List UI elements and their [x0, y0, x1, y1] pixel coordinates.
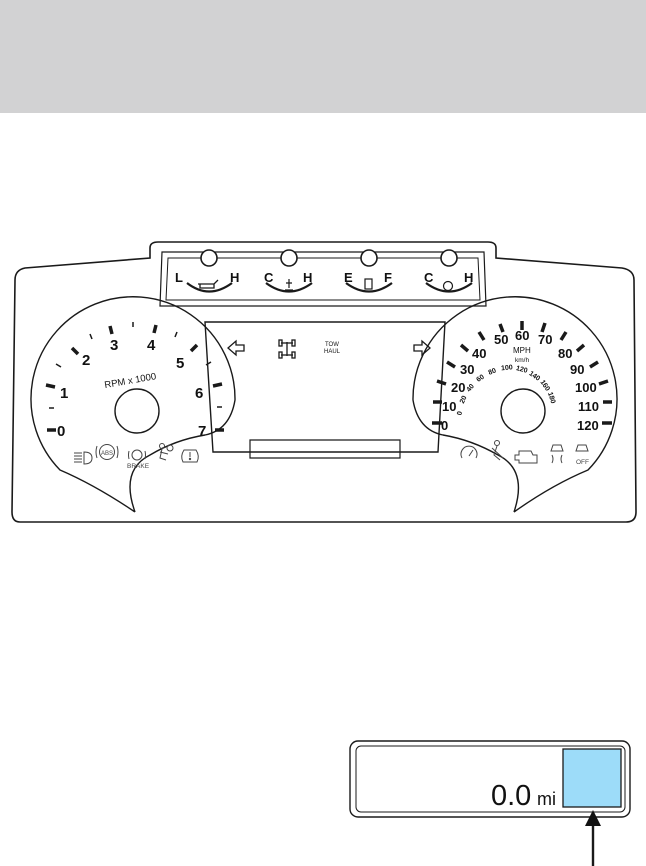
tach-7: 7	[198, 423, 206, 440]
center-display-frame	[204, 321, 446, 453]
brake-label: BRAKE	[127, 463, 150, 470]
stability-control-icon	[550, 444, 564, 464]
fuel-full-label: F	[384, 270, 392, 285]
tachometer-rpm-label: RPM x 1000	[104, 371, 157, 391]
odometer-inset: 0.0 mi	[349, 740, 631, 818]
kmh-60: 60	[475, 374, 485, 384]
speedometer-mph-labels: 0 10 20 30 40 50 60 70 80 90 100 110 120	[441, 328, 599, 433]
speedometer-warning-icons: OFF	[460, 440, 589, 466]
mph-0: 0	[441, 418, 448, 433]
oil-high-label: H	[230, 270, 239, 285]
mph-120: 120	[577, 418, 599, 433]
oil-pressure-gauge: L H	[175, 249, 239, 293]
mph-100: 100	[575, 380, 597, 395]
tachometer: 0 1 2 3 4 5 6 7 RPM x 1000	[30, 296, 236, 513]
speedometer: 0 10 20 30 40 50 60 70 80 90 100 110 120…	[412, 296, 618, 513]
coolant-temp-gauge: C H	[264, 249, 313, 293]
kmh-100: 100	[501, 364, 513, 372]
kmh-180: 180	[546, 391, 556, 404]
transmission-temp-icon	[442, 280, 454, 292]
brake-icon: BRAKE	[127, 449, 150, 470]
mph-40: 40	[472, 346, 486, 361]
mph-10: 10	[442, 399, 456, 414]
seatbelt-icon	[491, 440, 504, 461]
mph-110: 110	[578, 399, 599, 414]
speedometer-major-ticks	[432, 321, 612, 425]
kmh-120: 120	[515, 365, 528, 375]
four-wheel-drive-icon	[278, 339, 296, 359]
mph-60: 60	[515, 328, 529, 343]
headlamp-icon	[74, 451, 93, 465]
mph-50: 50	[494, 332, 508, 347]
trans-high-label: H	[464, 270, 473, 285]
stability-off-icon: OFF	[575, 444, 589, 466]
kmh-20: 20	[459, 395, 469, 405]
oil-can-icon	[198, 279, 219, 289]
coolant-high-label: H	[303, 270, 312, 285]
tach-6: 6	[195, 385, 203, 402]
pointer-arrow	[585, 810, 601, 866]
trans-low-label: C	[424, 270, 434, 285]
traction-off-label: OFF	[576, 459, 589, 466]
kmh-unit-label: km/h	[515, 357, 529, 364]
tachometer-ticks	[45, 324, 224, 432]
tow-haul-line2: HAUL	[324, 349, 341, 355]
mph-20: 20	[451, 380, 465, 395]
gauge-pod	[159, 251, 487, 307]
left-turn-arrow-icon	[227, 339, 245, 357]
speedometer-hub	[500, 388, 546, 434]
tire-pressure-icon	[181, 449, 199, 463]
arrow-head-icon	[585, 810, 601, 826]
transmission-temp-gauge: C H	[424, 249, 473, 293]
mph-30: 30	[460, 362, 474, 377]
tach-2: 2	[82, 352, 90, 369]
odometer-inset-inner	[355, 745, 626, 813]
cluster-housing	[11, 241, 637, 523]
coolant-low-label: C	[264, 270, 274, 285]
mph-70: 70	[538, 332, 552, 347]
mph-80: 80	[558, 346, 572, 361]
mph-90: 90	[570, 362, 584, 377]
abs-label: ABS	[101, 451, 113, 457]
kmh-0: 0	[457, 411, 465, 416]
kmh-40: 40	[466, 383, 476, 394]
tachometer-warning-icons: ABS BRAKE	[74, 443, 199, 470]
odometer-unit: mi	[537, 789, 556, 809]
tow-haul-line1: TOW	[325, 342, 339, 348]
tach-5: 5	[176, 355, 184, 372]
check-engine-icon	[514, 450, 538, 464]
kmh-160: 160	[538, 379, 550, 393]
odometer-inset-outer	[349, 740, 631, 818]
tach-4: 4	[147, 337, 156, 354]
thermometer-icon	[285, 279, 293, 291]
oil-low-label: L	[175, 270, 183, 285]
tachometer-hub	[114, 388, 160, 434]
mph-unit-label: MPH	[513, 346, 531, 355]
abs-icon: ABS	[95, 444, 119, 460]
odometer-value: 0.0	[491, 780, 531, 812]
odometer-highlight-box	[562, 748, 622, 808]
fuel-pump-icon	[364, 278, 373, 290]
right-turn-arrow-icon	[413, 339, 431, 357]
tachometer-labels: 0 1 2 3 4 5 6 7	[57, 337, 206, 440]
kmh-140: 140	[527, 370, 541, 382]
airbag-icon	[159, 443, 174, 461]
tach-3: 3	[110, 337, 118, 354]
kmh-80: 80	[487, 367, 497, 376]
tach-1: 1	[60, 385, 68, 402]
tach-0: 0	[57, 423, 65, 440]
fuel-empty-label: E	[344, 270, 353, 285]
fuel-gauge: E F	[344, 249, 393, 293]
header-band	[0, 0, 646, 113]
speed-control-icon	[460, 445, 478, 459]
